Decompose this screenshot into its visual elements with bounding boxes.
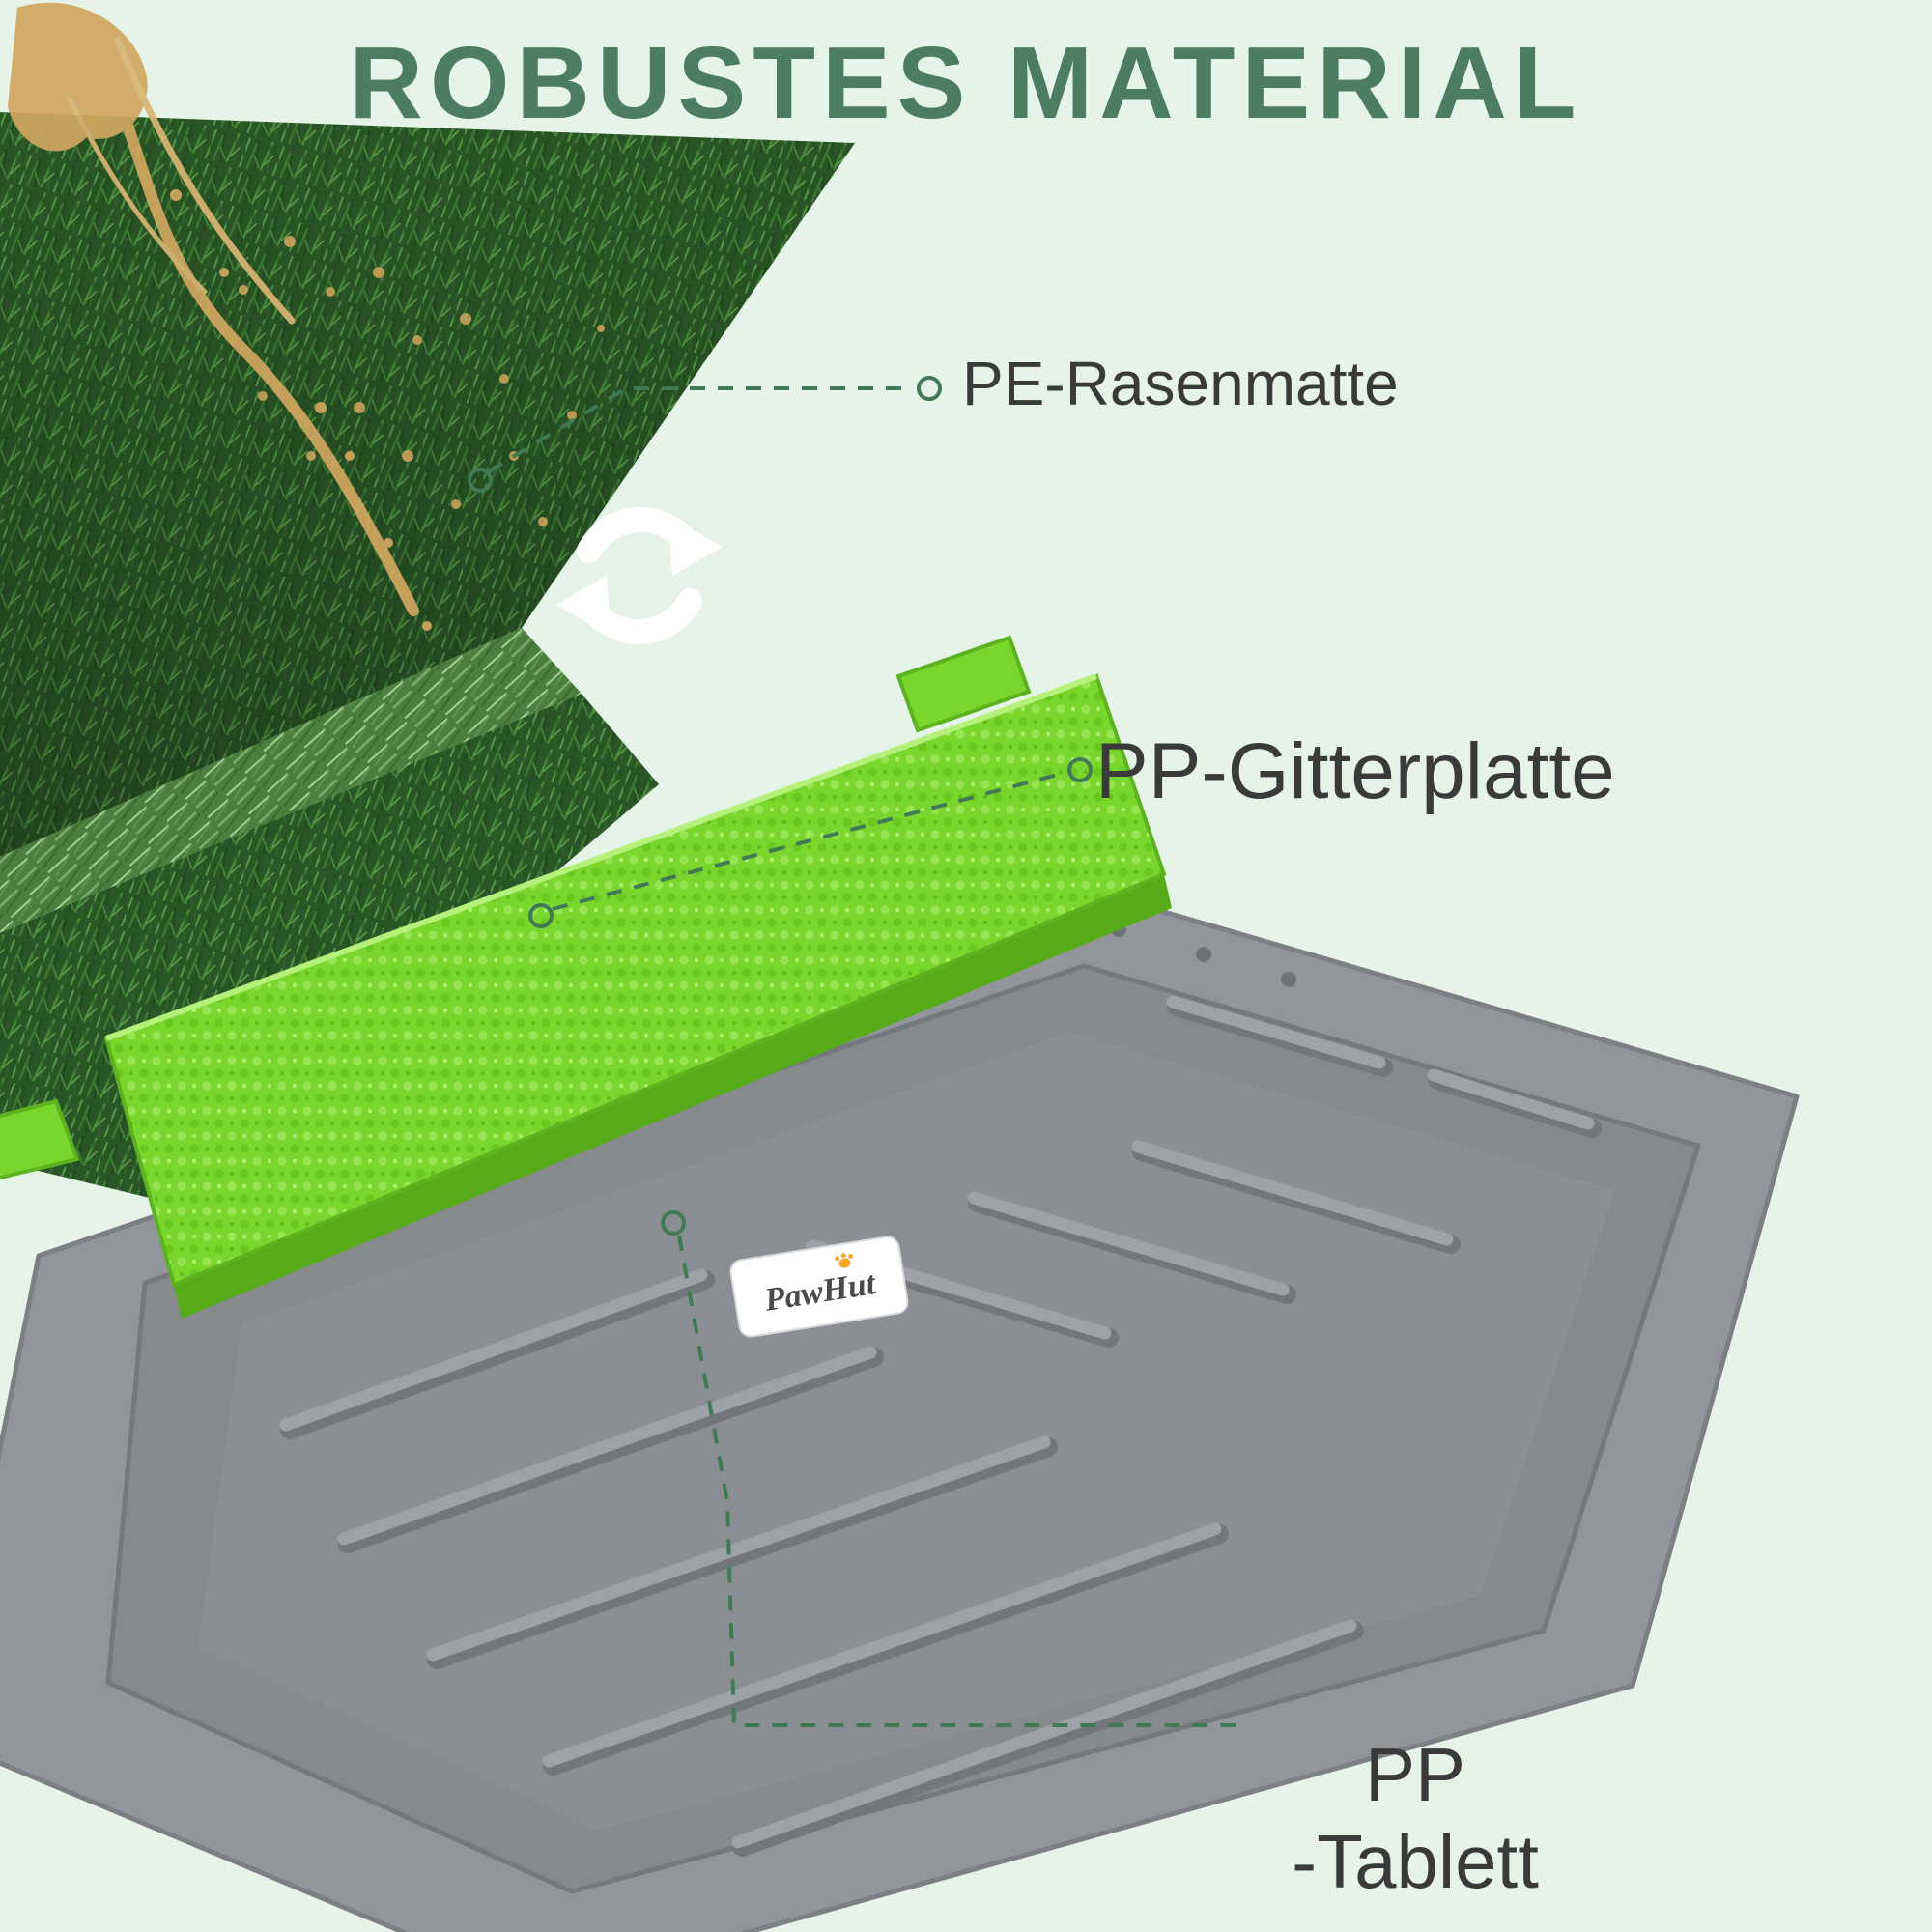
grid-plate-side [174,874,1172,1319]
callouts [468,376,1248,1727]
splash-droplets [170,189,432,631]
splash-stream-branch [114,37,296,325]
callout-endring-grid [1067,757,1093,782]
grass-mat-edge [0,628,582,933]
brand-badge: PawHut [729,1236,909,1338]
label-pp-tablett-line1: PP [1364,1732,1466,1817]
recycle-arrows-icon [556,506,723,645]
label-pe-rasenmatte: PE-Rasenmatte [962,349,1399,418]
grass-shading [0,112,855,857]
liquid-splash [8,2,432,631]
label-pp-gitterplatte: PP-Gitterplatte [1095,727,1615,815]
callout-line-grass [487,386,912,473]
pp-grid-plate [0,635,1172,1319]
callout-endring-grass [917,376,942,401]
splash-stream-thin [67,96,208,295]
label-pp-tablett-line2: -Tablett [1292,1819,1539,1905]
callout-marker-grid [528,903,554,928]
splash-blob [8,2,148,152]
grid-plate-top-highlight [104,673,1098,1041]
tray-ribs [279,995,1602,1857]
label-pp-tablett: PP -Tablett [1256,1731,1575,1906]
callout-marker-tray [661,1210,686,1236]
page-title: ROBUSTES MATERIAL [349,26,1583,140]
tray-floor [198,1032,1615,1831]
callout-line-grid [552,771,1065,911]
splash-stream-main [83,23,419,616]
grid-plate-tab-left [0,1098,80,1180]
grid-plate-tab-top [895,635,1032,733]
paw-icon [835,1253,853,1268]
callout-marker-grass [468,468,493,493]
grass-speckles [239,236,605,526]
